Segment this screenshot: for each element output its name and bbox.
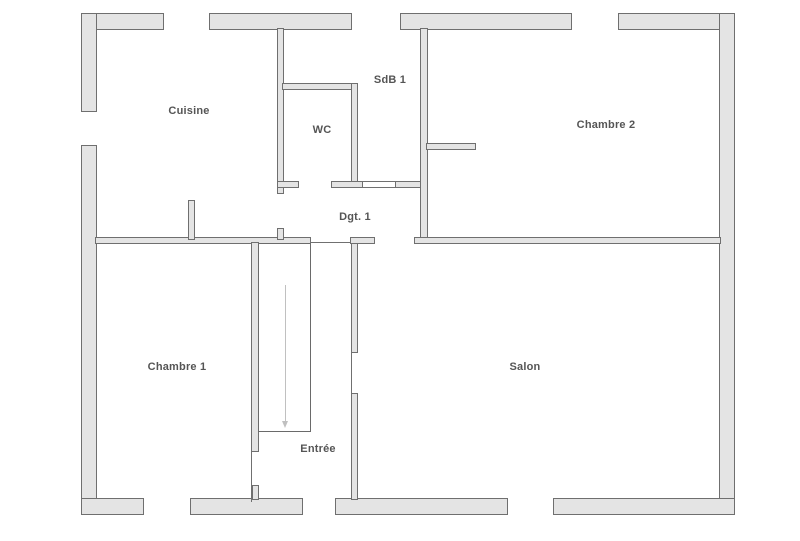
door-dgt-threshold xyxy=(311,242,351,243)
wall-entree-stub xyxy=(252,485,259,500)
outer-wall-bottom-a xyxy=(81,498,144,515)
room-label-sdb1: SdB 1 xyxy=(373,74,407,86)
wall-salon-left-lower xyxy=(351,393,358,500)
wall-wc-bottom-right xyxy=(331,181,363,188)
wall-cuisine-wc xyxy=(277,28,284,194)
wall-dgt-right-top xyxy=(350,237,375,244)
staircase xyxy=(258,243,311,432)
wall-wc-right xyxy=(351,83,358,188)
outer-wall-left-upper xyxy=(81,13,97,112)
wall-cuisine-stub xyxy=(188,200,195,240)
room-label-dgt1: Dgt. 1 xyxy=(339,211,371,223)
door-sdb-threshold xyxy=(362,181,396,182)
outer-wall-left-lower xyxy=(81,145,97,515)
wall-chambre1-right-thin xyxy=(251,452,252,502)
wall-salon-left-upper xyxy=(351,243,358,353)
stair-arrow-line xyxy=(285,285,286,423)
outer-wall-bottom-b xyxy=(190,498,303,515)
door-sdb-threshold-b xyxy=(362,187,396,188)
wall-chambre2-bottom xyxy=(414,237,721,244)
room-label-chambre2: Chambre 2 xyxy=(576,119,636,131)
room-label-chambre1: Chambre 1 xyxy=(147,361,207,373)
room-label-wc: WC xyxy=(312,124,332,136)
room-label-entree: Entrée xyxy=(300,443,336,455)
outer-wall-top-right-a xyxy=(400,13,572,30)
outer-wall-bottom-c xyxy=(335,498,508,515)
wall-cuisine-chambre1 xyxy=(95,237,311,244)
wall-wc-stub-left xyxy=(277,181,299,188)
outer-wall-top-right-b xyxy=(618,13,735,30)
outer-wall-bottom-d xyxy=(553,498,735,515)
room-label-salon: Salon xyxy=(509,361,541,373)
wall-dgt-stub xyxy=(277,228,284,240)
wall-sdb-chambre2 xyxy=(420,28,428,244)
stair-arrow-head-icon xyxy=(282,421,288,428)
wall-wc-top xyxy=(282,83,358,90)
outer-wall-right xyxy=(719,13,735,515)
wall-salon-opening xyxy=(351,353,352,393)
room-label-cuisine: Cuisine xyxy=(168,105,210,117)
wall-chambre2-stub xyxy=(426,143,476,150)
